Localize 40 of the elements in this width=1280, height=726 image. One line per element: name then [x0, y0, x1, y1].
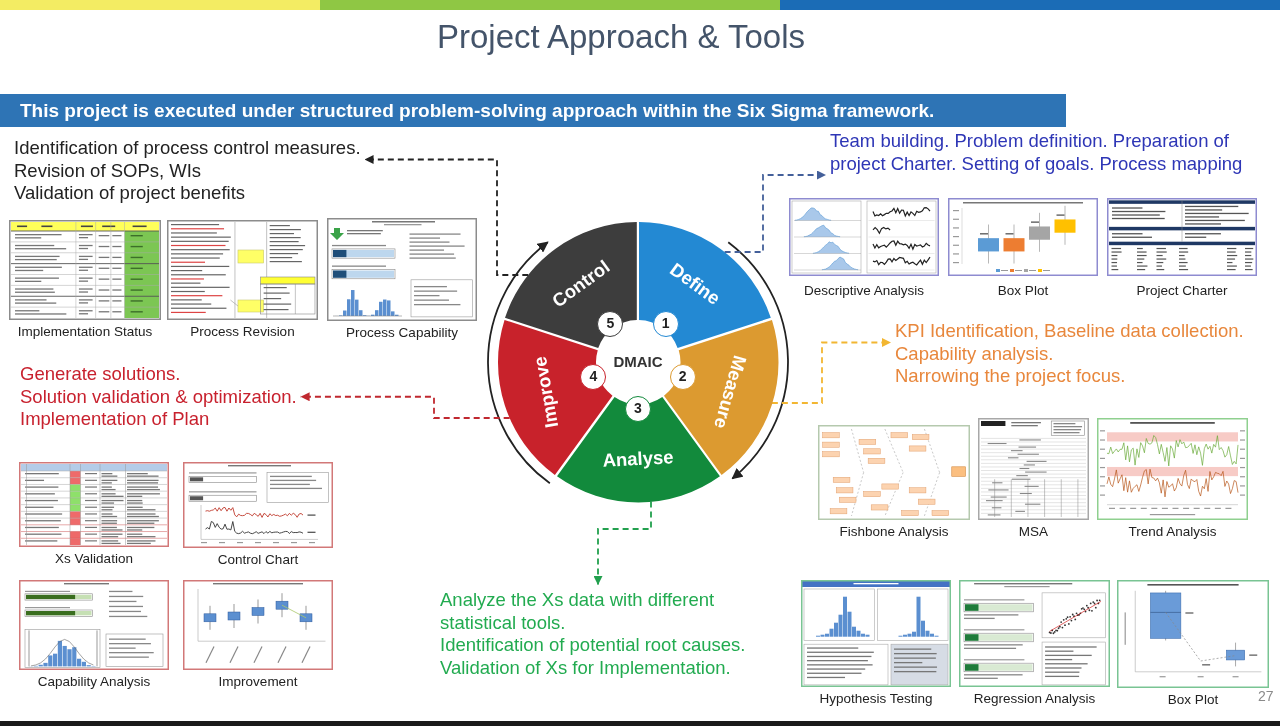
thumbnail-caption: Process Capability	[346, 325, 458, 341]
thumbnail-caption: Xs Validation	[55, 551, 133, 567]
thumbnail-caption: Capability Analysis	[37, 674, 151, 690]
description-text: Generate solutions.	[20, 363, 181, 386]
description-text: Implementation of Plan	[20, 408, 210, 431]
description-text: Revision of SOPs, WIs	[14, 159, 202, 182]
thumbnail-caption: Process Revision	[190, 324, 295, 340]
connector-arrow	[770, 338, 892, 404]
thumbnail-caption: Implementation Status	[17, 324, 153, 340]
thumbnail-caption: Regression Analysis	[973, 691, 1096, 707]
description-text: Identification of process control measures.	[14, 137, 361, 160]
connector-arrow	[299, 392, 511, 419]
thumbnail-caption: Box Plot	[997, 283, 1049, 299]
thumbnail-caption: Control Chart	[217, 552, 299, 568]
center-label: DMAIC	[613, 353, 663, 371]
thumbnail-caption: Fishbone Analysis	[839, 524, 949, 540]
thumbnail-caption: Descriptive Analysis	[804, 283, 924, 299]
page-title: Project Approach & Tools	[436, 17, 806, 57]
description-text: Narrowing the project focus.	[895, 365, 1126, 388]
segment-label: Improve	[528, 354, 563, 430]
thumbnail-caption: MSA	[1018, 524, 1049, 540]
description-text: KPI Identification, Baseline data collection.	[895, 320, 1244, 343]
thumbnail-caption: Improvement	[218, 674, 298, 690]
heading-banner: This project is executed under structured problem-solving approach within the Six Sigma framework.	[0, 94, 1066, 127]
description-text: Team building. Problem definition. Preparation of project Charter. Setting of goals. Process mapping	[830, 130, 1244, 175]
page-number: 27	[1258, 688, 1274, 704]
thumbnail-caption: Box Plot	[1167, 692, 1219, 708]
description-text: Analyze the Xs data with different statistical tools.	[440, 589, 716, 634]
connector-arrow	[723, 170, 827, 253]
description-text: Identification of potential root causes.	[440, 634, 746, 657]
connector-arrow	[363, 155, 530, 276]
description-text: Solution validation & optimization.	[20, 385, 297, 408]
description-text: Capability analysis.	[895, 342, 1054, 365]
description-text: Validation of Xs for Implementation.	[440, 656, 731, 679]
thumbnail-caption: Project Charter	[1136, 283, 1228, 299]
connector-arrow	[593, 500, 652, 586]
description-text: Validation of project benefits	[14, 182, 246, 205]
segment-label: Analyse	[601, 446, 674, 472]
thumbnail-caption: Hypothesis Testing	[819, 691, 933, 707]
thumbnail-caption: Trend Analysis	[1128, 524, 1217, 540]
